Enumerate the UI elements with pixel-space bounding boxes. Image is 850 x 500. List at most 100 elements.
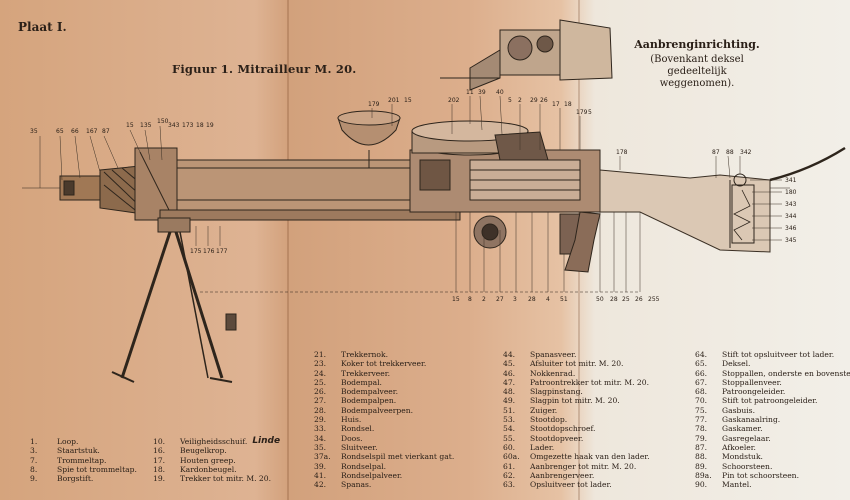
legend-entry: 10.Veiligheidsschuif.Linde xyxy=(153,436,280,446)
legend-text: Patroongeleider. xyxy=(722,387,786,397)
legend-entry: 24.Trekkerveer. xyxy=(314,369,454,378)
callout-label: 179 xyxy=(576,109,588,116)
callout-label: 18 xyxy=(564,101,572,108)
callout-label: 345 xyxy=(785,237,797,244)
legend-entry: 29.Huis. xyxy=(314,415,454,424)
callout-label: 26 xyxy=(540,97,548,104)
legend-entry: 87.Afkoeler. xyxy=(695,443,850,452)
legend-text: Trekker tot mitr. M. 20. xyxy=(180,474,272,484)
callout-label: 11 xyxy=(466,89,474,96)
callout-label: 15 xyxy=(452,296,460,303)
legend-number: 8. xyxy=(30,464,38,474)
legend-number: 10. xyxy=(153,437,166,446)
legend-entry: 55.Stootdopveer. xyxy=(503,434,650,443)
muzzle-assembly xyxy=(59,164,151,216)
legend-column-2: 10.Veiligheidsschuif.Linde 16.Beugelkrop… xyxy=(153,436,280,484)
callout-label: 8 xyxy=(468,296,472,303)
legend-text: Gasregelaar. xyxy=(722,433,771,443)
legend-text: Aanbrengerveer. xyxy=(530,470,595,480)
legend-number: 90. xyxy=(695,480,708,490)
legend-entry: 7.Trommeltap. xyxy=(30,456,137,465)
legend-entry: 39. Rondselpal. xyxy=(314,462,454,471)
legend-entry: 25.Bodempal. xyxy=(314,378,454,387)
legend-number: 16. xyxy=(153,446,166,456)
legend-entry: 79. Gasregelaar. xyxy=(695,434,850,443)
legend-text: Aanbrenger tot mitr. M. 20. xyxy=(530,461,637,471)
legend-entry: 88.Mondstuk. xyxy=(695,452,850,461)
legend-number: 64. xyxy=(695,350,708,359)
legend-number: 54. xyxy=(503,424,516,434)
callout-label: 135 xyxy=(140,122,152,129)
legend-text: Zuiger. xyxy=(530,405,558,415)
legend-entry: 1.Loop. xyxy=(30,437,137,446)
legend-text: Bodempalpen. xyxy=(341,396,397,406)
legend-text: Houten greep. xyxy=(180,455,236,465)
legend-entry: 90. Mantel. xyxy=(695,480,850,489)
legend-number: 79. xyxy=(695,433,708,443)
legend-entry: 60a.Omgezette haak van den lader. xyxy=(503,452,650,461)
legend-text: Loop. xyxy=(57,437,79,446)
legend-text: Patroontrekker tot mitr. M. 20. xyxy=(530,377,649,387)
legend-number: 29. xyxy=(314,415,327,425)
legend-text: Schoorsteen. xyxy=(722,461,773,471)
legend-number: 67. xyxy=(695,377,708,387)
legend-number: 89a. xyxy=(695,470,712,480)
callout-label: 167 xyxy=(86,128,98,135)
callout-label: 343 xyxy=(785,201,797,208)
feed-mechanism-inset xyxy=(440,19,613,91)
legend-text: Lader. xyxy=(530,442,555,452)
legend-entry: 63.Opsluitveer tot lader. xyxy=(503,480,650,489)
legend-number: 51. xyxy=(503,405,516,415)
legend-text: Deksel. xyxy=(722,359,751,369)
legend-number: 41. xyxy=(314,470,327,480)
legend-number: 49. xyxy=(503,396,516,406)
callout-label: 50 xyxy=(596,296,604,303)
legend-number: 23. xyxy=(314,359,327,369)
legend-entry: 28.Bodempalveerpen. xyxy=(314,406,454,415)
callout-label: 35 xyxy=(30,128,38,135)
legend-text: Rondselpal. xyxy=(341,461,387,471)
legend-number: 19. xyxy=(153,474,166,484)
legend-number: 3. xyxy=(30,446,38,456)
callouts-right: 341 180 343 344 346 345 xyxy=(785,177,797,244)
legend-text: Mondstuk. xyxy=(722,452,763,462)
legend-text: Spanasveer. xyxy=(530,350,577,359)
callout-label: 39 xyxy=(478,89,486,96)
legend-entry: 33.Rondsel. xyxy=(314,424,454,433)
callout-label: 342 xyxy=(740,149,752,156)
legend-text: Stootdopschroef. xyxy=(530,424,596,434)
legend-text: Borgstift. xyxy=(57,474,94,484)
legend-number: 17. xyxy=(153,455,166,465)
legend-text: Stift tot patroongeleider. xyxy=(722,396,818,406)
legend-number: 42. xyxy=(314,480,327,490)
legend-text: Mantel. xyxy=(722,480,752,490)
legend-number: 60. xyxy=(503,442,516,452)
legend-number: 39. xyxy=(314,461,327,471)
figure-title: Figuur 1. Mitrailleur M. 20. xyxy=(172,62,357,76)
callout-label: 51 xyxy=(560,296,568,303)
callout-label: 255 xyxy=(648,296,660,303)
callout-label: 346 xyxy=(785,225,797,232)
legend-entry: 54. Stootdopschroef. xyxy=(503,424,650,433)
leader-lines-right xyxy=(750,179,782,241)
callout-label: 150 xyxy=(157,118,169,125)
callout-label: 4 xyxy=(546,296,550,303)
legend-entry: 65.Deksel. xyxy=(695,359,850,368)
gas-tube xyxy=(159,209,461,221)
callout-label: 25 xyxy=(622,296,630,303)
callout-label: 18 xyxy=(196,122,204,129)
legend-entry: 51. Zuiger. xyxy=(503,406,650,415)
plate-label: Plaat I. xyxy=(18,20,67,34)
callout-label: 40 xyxy=(496,89,504,96)
legend-number: 21. xyxy=(314,350,327,359)
callout-label: 180 xyxy=(785,189,797,196)
legend-number: 9. xyxy=(30,474,38,484)
callout-label: 15 xyxy=(126,122,134,129)
callout-label: 29 xyxy=(530,97,538,104)
inset-subtitle: (Bovenkant deksel gedeeltelijk weggenome… xyxy=(650,54,744,89)
legend-text: Stift tot opsluitveer tot lader. xyxy=(722,350,835,359)
leader-lines-top xyxy=(39,95,741,188)
legend-text: Slagpin tot mitr. M. 20. xyxy=(530,396,620,406)
legend-entry: 9. Borgstift. xyxy=(30,474,137,483)
